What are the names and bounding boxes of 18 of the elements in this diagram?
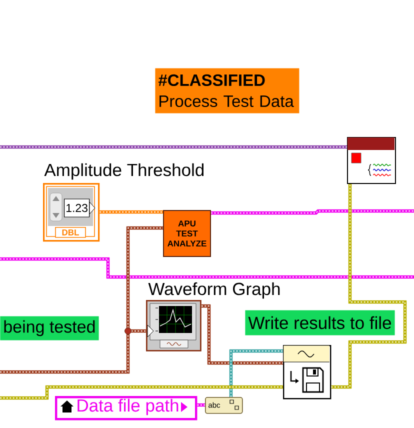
- wire: [330, 184, 407, 389]
- comment-box: being tested: [0, 316, 99, 340]
- wire: [200, 304, 284, 365]
- control-label: Amplitude Threshold: [44, 163, 204, 180]
- comment-box: #CLASSIFIED Process Test Data: [155, 68, 300, 114]
- function-block: APU TEST ANALYZE: [163, 210, 211, 257]
- wire: [0, 385, 284, 400]
- comment-box: Write results to file: [245, 310, 395, 336]
- wire: [229, 349, 284, 398]
- function-block: [347, 137, 396, 184]
- local-variable: Data file path: [55, 396, 198, 420]
- function-block: [283, 345, 332, 400]
- wire: [0, 145, 348, 149]
- wire: [196, 403, 206, 407]
- numeric-control: 1.23 DBL: [43, 183, 100, 242]
- wire: [210, 209, 414, 215]
- wire: [99, 210, 164, 214]
- graph-label: Waveform Graph: [148, 282, 280, 299]
